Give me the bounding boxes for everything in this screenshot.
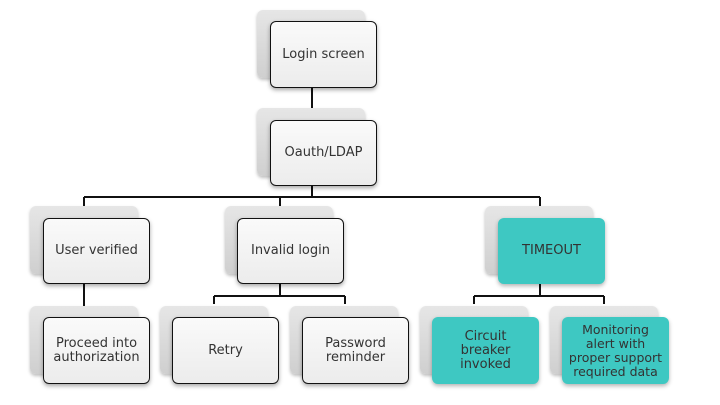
node-label: Monitoring alert with proper support req…: [562, 317, 669, 384]
node-label: Proceed into authorization: [43, 317, 150, 384]
node-label: Circuit breaker invoked: [432, 317, 539, 384]
node-label: Password reminder: [302, 317, 409, 384]
node-label: TIMEOUT: [498, 218, 605, 284]
node-label: Login screen: [270, 21, 377, 88]
node-label: Invalid login: [237, 218, 344, 284]
node-label: Oauth/LDAP: [270, 120, 377, 186]
node-label: User verified: [43, 218, 150, 284]
node-label: Retry: [172, 317, 279, 384]
